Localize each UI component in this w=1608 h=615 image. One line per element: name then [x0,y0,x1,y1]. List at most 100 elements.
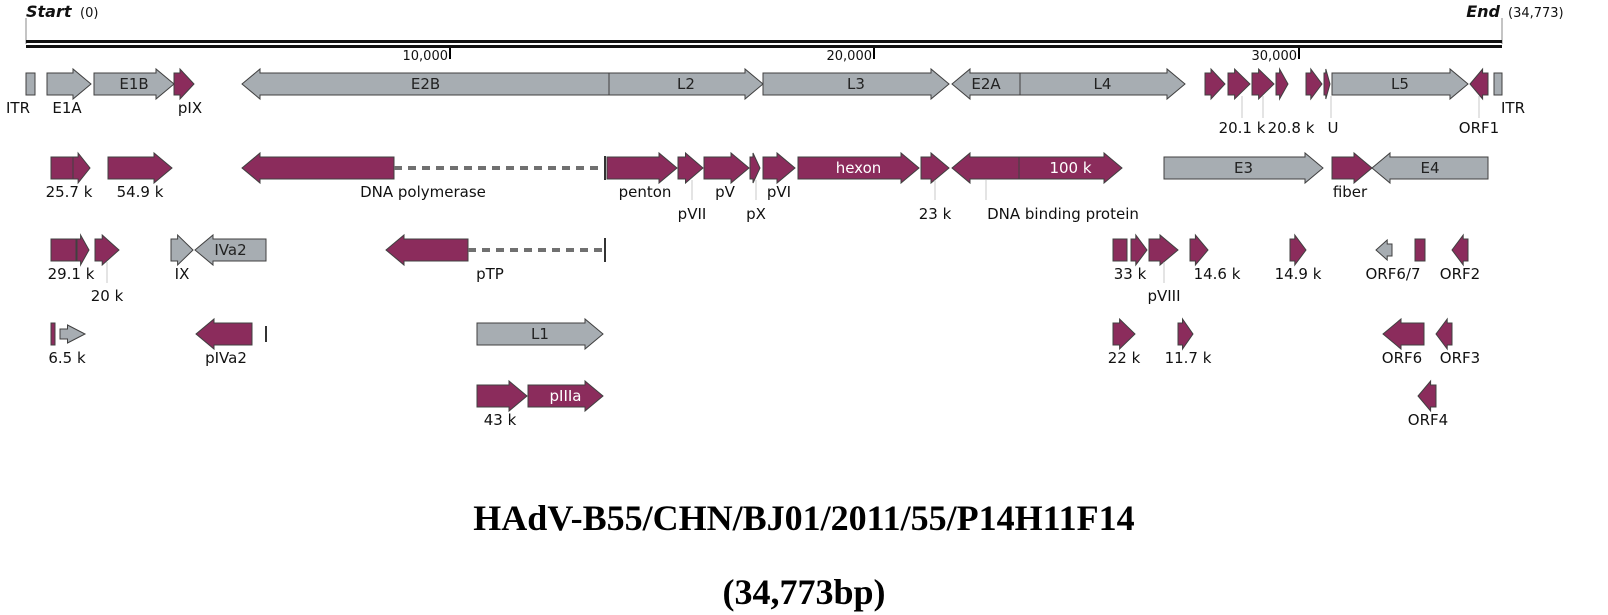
orf2-arrow [1451,233,1469,267]
ix-arrow [170,233,194,267]
e2b-arrow-label: E2B [411,75,440,93]
piiia-arrow-label: pIIIa [550,387,582,405]
ptp-label: pTP [476,265,504,283]
orf6-7-arrow [1375,238,1393,262]
gene-54-9k [107,151,173,185]
u-label: U [1328,119,1339,137]
pv-label: pV [715,183,736,201]
genome-line-bottom [26,45,1502,48]
pvii-label: pVII [678,205,707,223]
iva2-arrow-label: IVa2 [214,241,246,259]
l5-arrow-label: L5 [1391,75,1409,93]
l2-arrow [608,67,764,101]
genome-length: (34,773bp) [722,572,886,612]
itr-left-box [25,72,36,96]
gene-100k [1018,151,1123,185]
orf6-label: ORF6 [1382,349,1422,367]
label-29-1k: 29.1 k [48,265,95,283]
gene-33k-a [1112,238,1128,262]
pix-label: pIX [178,99,202,117]
px-arrow [749,152,761,184]
gene-29-1k-tip [76,233,90,267]
fiber-label: fiber [1333,183,1368,201]
gene-23k [920,151,950,185]
orf2-label: ORF2 [1440,265,1480,283]
label-14-6k: 14.6 k [1194,265,1241,283]
orf6-arrow [1382,317,1425,351]
gene-33k-b [1130,233,1148,267]
pix-arrow [173,67,195,101]
itr-left-label: ITR [6,99,30,117]
piiia-arrow [527,379,604,413]
penton-label: penton [619,183,672,201]
label-54-9k: 54.9 k [117,183,164,201]
pviii-label: pVIII [1147,287,1180,305]
dna-binding-protein-label: DNA binding protein [987,205,1139,223]
label-33k: 33 k [1114,265,1147,283]
pvii-arrow [677,151,704,185]
l3-arrow-label: L3 [847,75,865,93]
e3-arrow [1163,151,1324,185]
l2-arrow-label: L2 [677,75,695,93]
gene-6-5k-box [50,322,56,346]
end-value: (34,773) [1508,6,1564,21]
gene-20-1k-a [1204,67,1226,101]
genome-line-top [26,40,1502,43]
pvi-label: pVI [767,183,791,201]
px-label: pX [746,205,766,223]
map-title: HAdV-B55/CHN/BJ01/2011/55/P14H11F14 [473,498,1135,538]
label-6-5k: 6.5 k [48,349,86,367]
itr-right-box [1493,72,1503,96]
scale-tick-label: 30,000 [1252,49,1298,64]
gene-22k [1112,317,1136,351]
dna-binding-protein-arrow [951,151,1020,185]
gene-20k [94,233,120,267]
label-20-8k: 20.8 k [1268,119,1315,137]
scale-tick-label: 20,000 [827,49,873,64]
piva2-arrow [195,317,253,351]
start-value: (0) [80,6,98,21]
e1a-label: E1A [52,99,82,117]
e2a-arrow [951,67,1021,101]
e4-arrow [1371,151,1489,185]
label-22k: 22 k [1108,349,1141,367]
gene-100k-label: 100 k [1049,159,1091,177]
ix-label: IX [175,265,190,283]
e3-arrow-label: E3 [1234,159,1253,177]
label-20-1k: 20.1 k [1219,119,1266,137]
end-label: End [1466,2,1500,21]
gene-43k [476,379,528,413]
e2a-arrow-label: E2A [971,75,1001,93]
l5-arrow [1331,67,1469,101]
itr-right-label: ITR [1501,99,1525,117]
label-14-9k: 14.9 k [1275,265,1322,283]
orf6-7-box [1414,238,1426,262]
gene-20-1k-b [1227,67,1251,101]
dna-polymerase-arrow [241,151,395,185]
pviii-arrow [1148,233,1179,267]
label-43k: 43 k [484,411,517,429]
label-23k: 23 k [919,205,952,223]
l3-arrow [762,67,950,101]
piva2-label: pIVa2 [205,349,247,367]
orf4-label: ORF4 [1408,411,1448,429]
e2b-arrow [241,67,610,101]
label-20k: 20 k [91,287,124,305]
l1-arrow-label: L1 [531,325,549,343]
pvi-arrow [762,151,796,185]
u-arrow [1323,68,1331,100]
e1a-arrow [46,67,92,101]
scale-tick-label: 10,000 [403,49,449,64]
e1b-arrow-label: E1B [119,75,148,93]
orf4-arrow [1417,379,1437,413]
e1b-arrow [93,67,175,101]
gene-20-8k-b [1275,67,1289,101]
e4-arrow-label: E4 [1420,159,1439,177]
gene-25-7k-tip [72,151,91,185]
l4-arrow-label: L4 [1094,75,1112,93]
gene-11-7k [1177,317,1194,351]
gene-25-7k-body [50,156,74,180]
orf1-arrow [1469,67,1489,101]
hexon-arrow [797,151,920,185]
gene-orf-a [1305,67,1323,101]
